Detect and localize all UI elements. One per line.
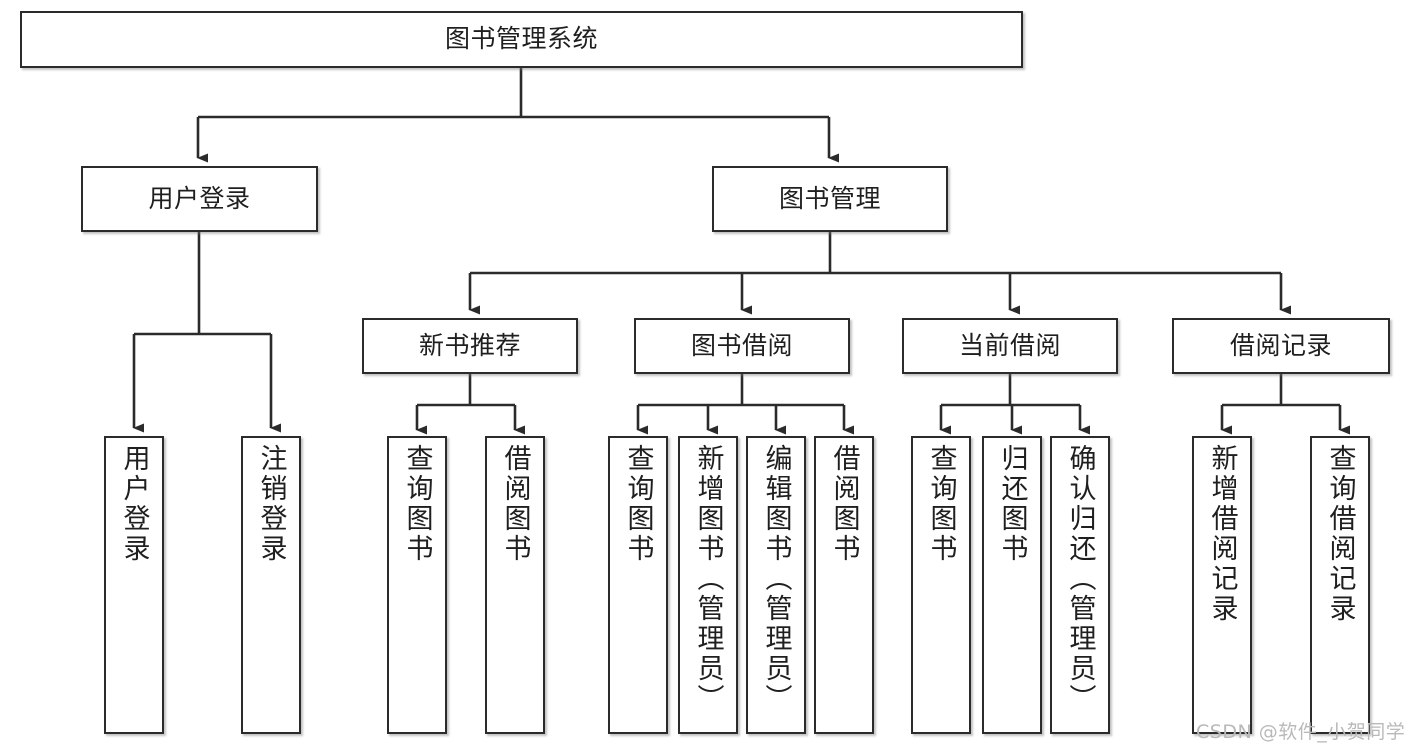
node-label: 图书管理系统 (444, 24, 598, 54)
node-label: 借阅图书 (499, 444, 531, 564)
node-label: 新增图书（管理员） (692, 444, 724, 714)
node-current-borrow[interactable]: 当前借阅 (902, 318, 1118, 374)
node-leaf-add-book[interactable]: 新增图书（管理员） (678, 436, 738, 734)
node-leaf-logout[interactable]: 注销登录 (241, 436, 301, 734)
node-leaf-query-book-2[interactable]: 查询图书 (608, 436, 668, 734)
node-user-login[interactable]: 用户登录 (81, 166, 318, 232)
node-leaf-confirm-return[interactable]: 确认归还（管理员） (1050, 436, 1110, 734)
node-label: 注销登录 (255, 444, 287, 564)
node-book-manage[interactable]: 图书管理 (712, 166, 948, 232)
node-root[interactable]: 图书管理系统 (20, 11, 1023, 68)
node-new-book-rec[interactable]: 新书推荐 (362, 318, 578, 374)
node-label: 归还图书 (996, 444, 1028, 564)
node-label: 编辑图书（管理员） (760, 444, 792, 714)
node-label: 当前借阅 (958, 330, 1061, 360)
node-leaf-query-book-3[interactable]: 查询图书 (911, 436, 971, 734)
node-label: 查询借阅记录 (1324, 444, 1356, 624)
node-leaf-return-book[interactable]: 归还图书 (982, 436, 1042, 734)
node-label: 查询图书 (401, 444, 433, 564)
node-leaf-user-login[interactable]: 用户登录 (104, 436, 164, 734)
node-leaf-borrow-book-1[interactable]: 借阅图书 (485, 436, 545, 734)
node-book-borrow[interactable]: 图书借阅 (634, 318, 850, 374)
node-label: 新增借阅记录 (1206, 444, 1238, 624)
node-label: 用户登录 (148, 183, 251, 213)
node-label: 图书借阅 (690, 330, 793, 360)
node-label: 借阅图书 (828, 444, 860, 564)
node-label: 用户登录 (118, 444, 150, 564)
node-leaf-add-record[interactable]: 新增借阅记录 (1192, 436, 1252, 734)
node-leaf-query-record[interactable]: 查询借阅记录 (1310, 436, 1370, 734)
node-label: 查询图书 (622, 444, 654, 564)
node-label: 新书推荐 (418, 330, 521, 360)
node-label: 图书管理 (778, 183, 881, 213)
node-leaf-edit-book[interactable]: 编辑图书（管理员） (746, 436, 806, 734)
node-borrow-record[interactable]: 借阅记录 (1172, 318, 1390, 374)
node-leaf-query-book-1[interactable]: 查询图书 (387, 436, 447, 734)
node-label: 借阅记录 (1229, 330, 1332, 360)
node-leaf-borrow-book-2[interactable]: 借阅图书 (814, 436, 874, 734)
node-label: 查询图书 (925, 444, 957, 564)
node-label: 确认归还（管理员） (1064, 444, 1096, 714)
